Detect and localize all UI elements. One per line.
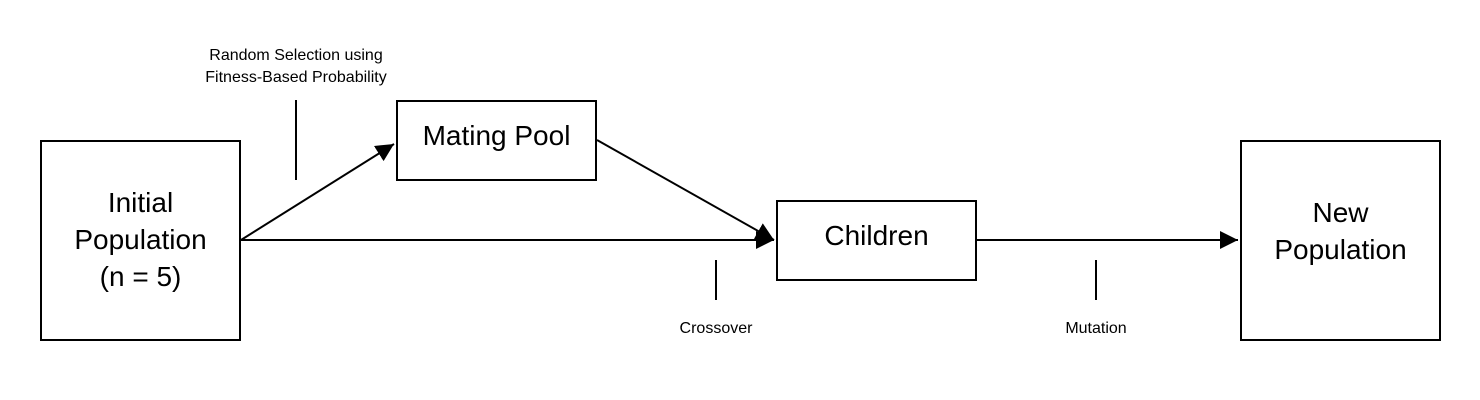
children-node: Children (776, 200, 977, 281)
new-population-line-1: New (1312, 196, 1369, 228)
mating-pool-label: Mating Pool (423, 117, 571, 154)
initial-population-line-1: Initial (107, 187, 174, 218)
initial-population-line-2: Population (74, 224, 207, 255)
selection-label-line-1: Random Selection using (209, 47, 383, 64)
initial-population-line-3: (n = 5) (99, 261, 182, 292)
mating-pool-line-1: Mating Pool (422, 120, 571, 151)
initial-population-label: Initial Population (n = 5) (74, 184, 206, 295)
crossover-edge-label: Crossover (679, 320, 753, 337)
new-population-line-2: Population (1274, 233, 1407, 265)
initial-population-node: Initial Population (n = 5) (40, 140, 241, 341)
edge-initial-to-mating-pool (240, 143, 395, 241)
children-label: Children (824, 217, 928, 254)
mutation-edge-label: Mutation (1065, 320, 1127, 337)
selection-edge-label: Random Selection using Fitness-Based Pro… (186, 45, 406, 89)
new-population-node: New Population (1240, 140, 1441, 341)
new-population-label: New Population (1274, 194, 1406, 268)
selection-label-line-2: Fitness-Based Probability (205, 69, 387, 86)
children-line-1: Children (824, 220, 929, 251)
mating-pool-node: Mating Pool (396, 100, 597, 181)
edge-mating-pool-to-children (596, 139, 775, 241)
